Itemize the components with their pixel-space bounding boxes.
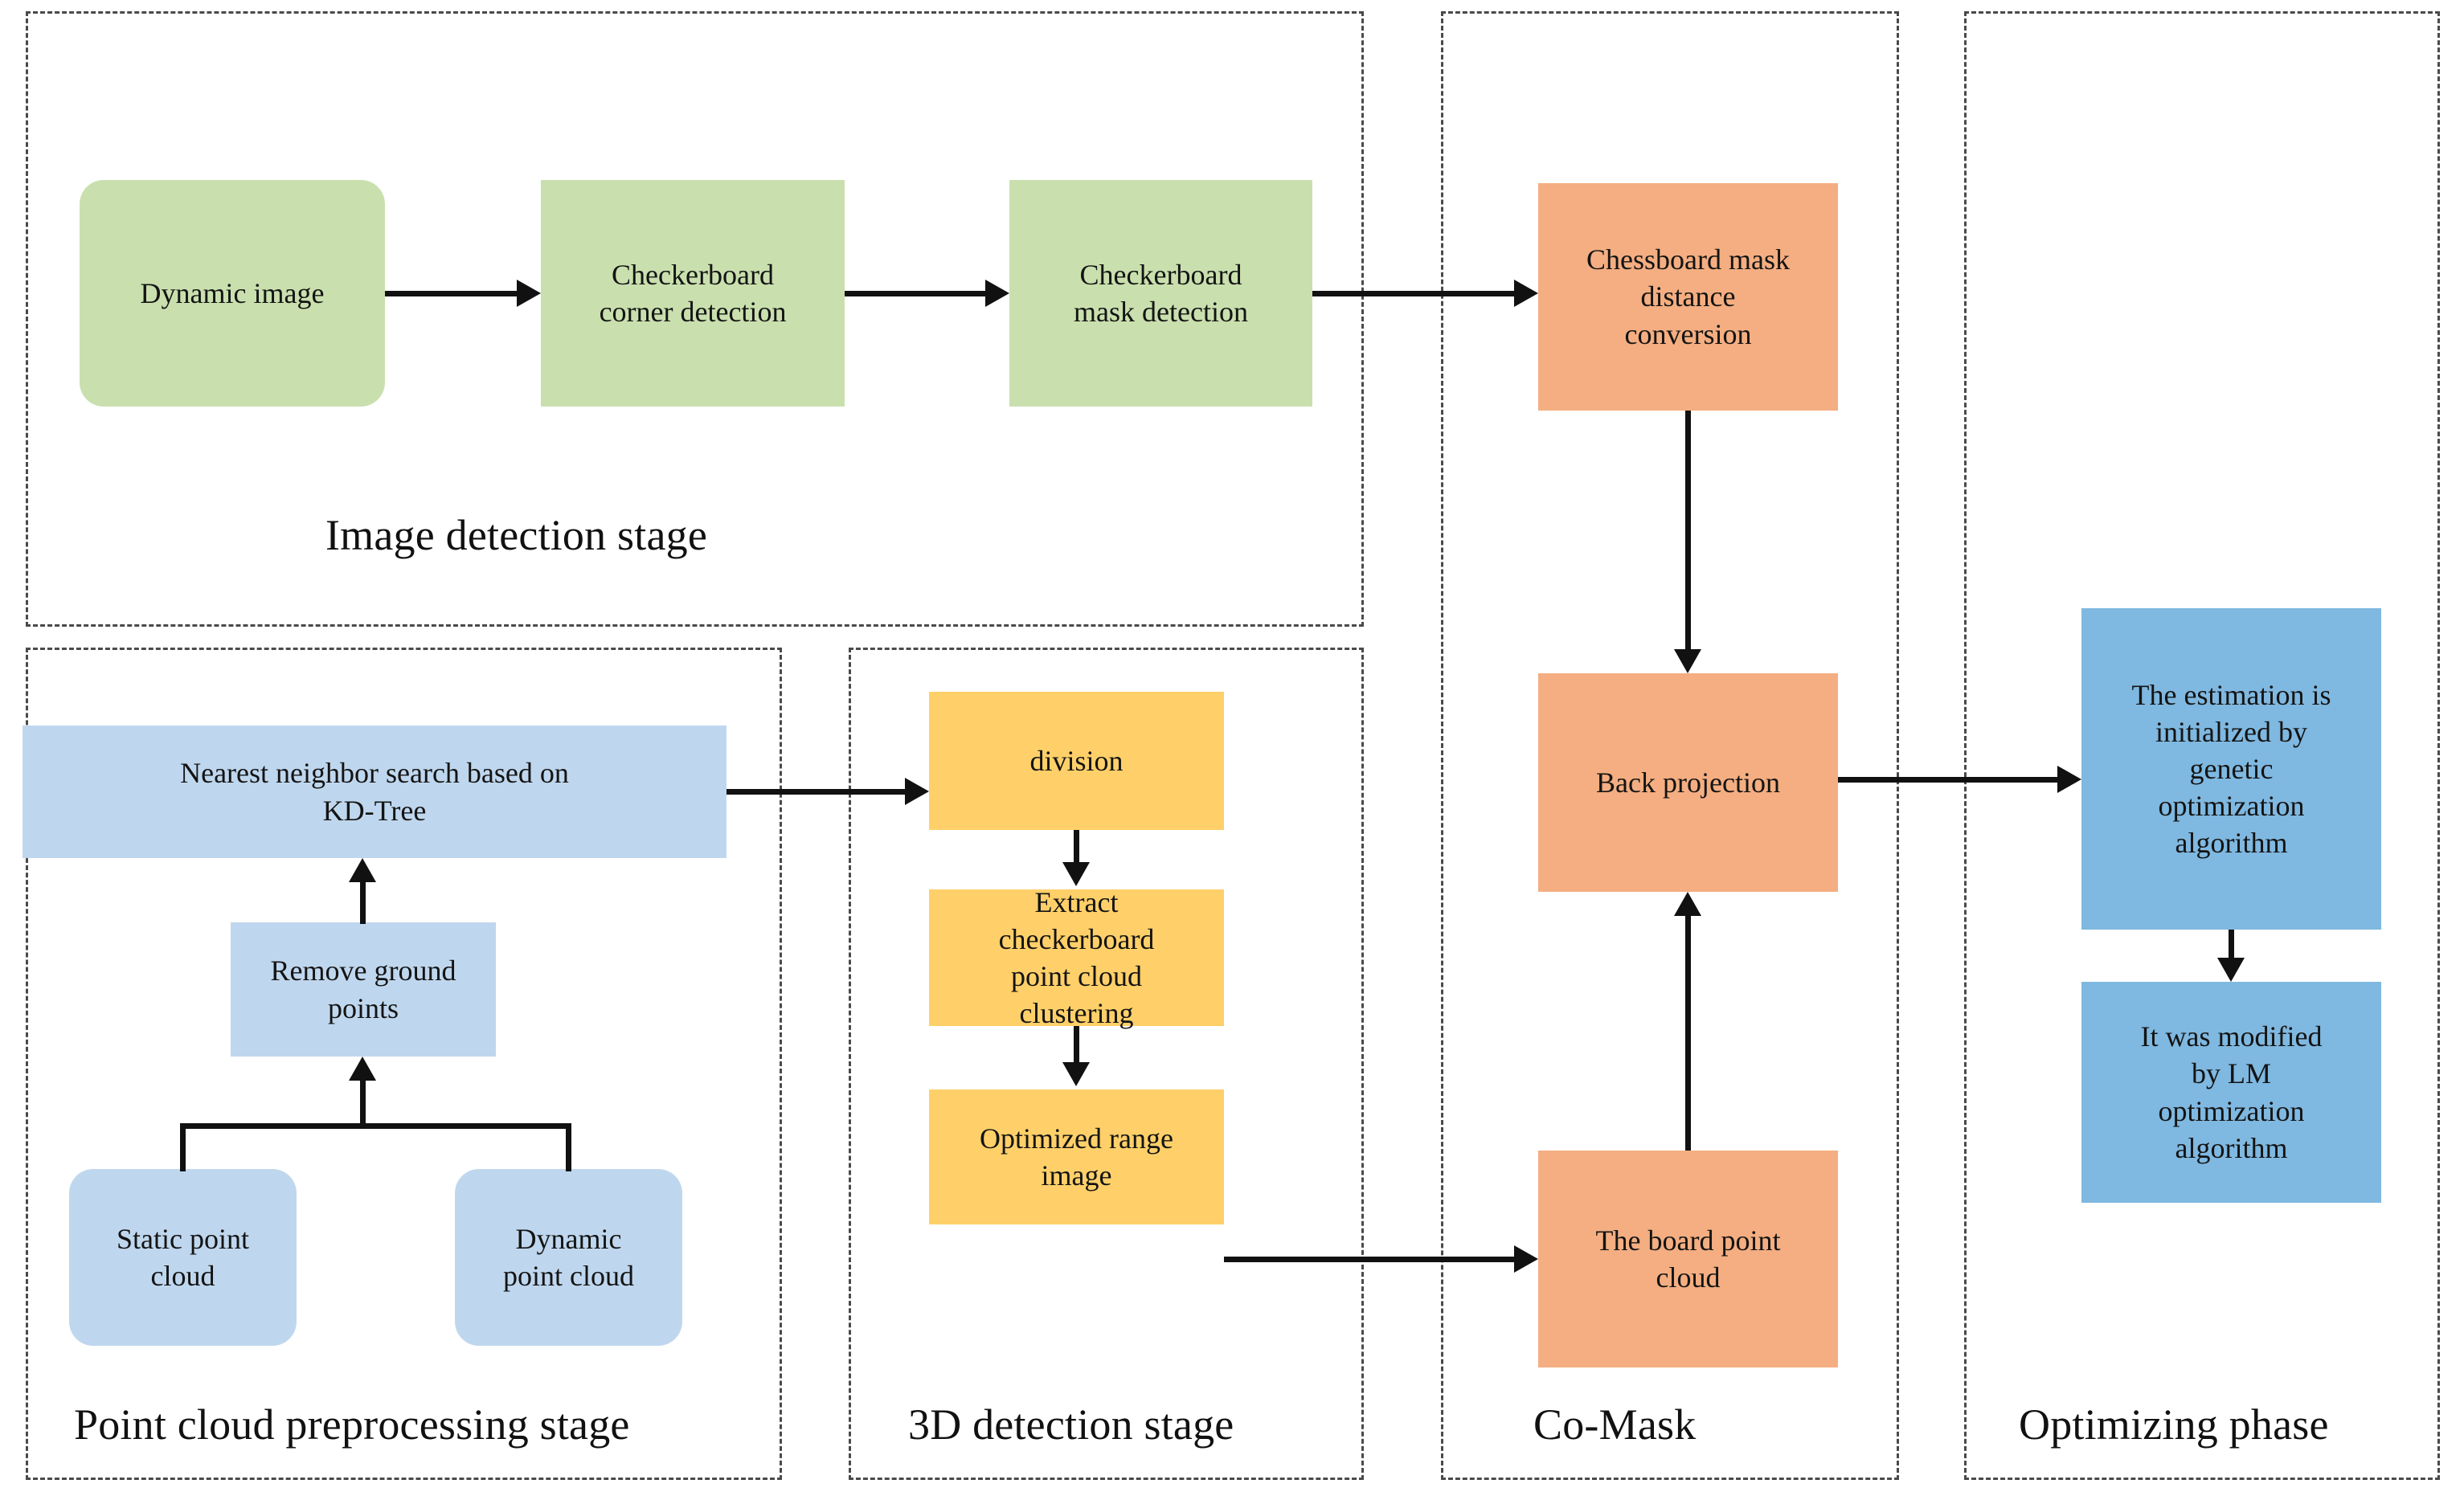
panel-label-co-mask: Co-Mask xyxy=(1533,1400,1697,1449)
panel-label-point-cloud-preprocess: Point cloud preprocessing stage xyxy=(74,1400,630,1449)
arrowhead-genetic-to-lm xyxy=(2217,958,2245,982)
connector-optimized-to-boardcloud xyxy=(1224,1257,1514,1262)
connector-chessboard-to-backprojection xyxy=(1685,411,1691,652)
node-dynamic-image[interactable]: Dynamic image xyxy=(80,180,385,407)
panel-label-3d-detection: 3D detection stage xyxy=(908,1400,1234,1449)
connector-mask-to-chessboard xyxy=(1312,291,1514,296)
panel-point-cloud-preprocess xyxy=(26,648,782,1480)
arrowhead-backprojection-to-genetic xyxy=(2057,766,2081,793)
arrowhead-extract-to-optimized xyxy=(1062,1062,1090,1086)
arrowhead-boardcloud-to-backprojection xyxy=(1674,892,1701,916)
connector-dynamic-up xyxy=(566,1123,571,1171)
node-chessboard-mask-distance-conversion[interactable]: Chessboard mask distance conversion xyxy=(1538,183,1838,411)
connector-extract-to-optimized xyxy=(1074,1026,1079,1063)
connector-backprojection-to-genetic xyxy=(1838,777,2057,783)
node-checkerboard-corner-detection[interactable]: Checkerboard corner detection xyxy=(541,180,845,407)
connector-bracket-to-removeground xyxy=(360,1081,366,1126)
arrowhead-mask-to-chessboard xyxy=(1514,280,1538,307)
panel-label-image-detection: Image detection stage xyxy=(325,511,707,559)
connector-genetic-to-lm xyxy=(2229,930,2234,962)
arrowhead-removeground-to-kdtree xyxy=(349,858,376,882)
panel-label-optimizing: Optimizing phase xyxy=(2019,1400,2329,1449)
connector-kdtree-to-division xyxy=(727,789,905,795)
arrowhead-division-to-extract xyxy=(1062,862,1090,886)
node-remove-ground-points[interactable]: Remove ground points xyxy=(231,922,496,1057)
connector-static-up xyxy=(180,1123,186,1171)
node-division[interactable]: division xyxy=(929,692,1224,830)
node-kd-tree-search[interactable]: Nearest neighbor search based on KD-Tree xyxy=(23,726,727,858)
node-board-point-cloud[interactable]: The board point cloud xyxy=(1538,1151,1838,1367)
arrowhead-bracket-to-removeground xyxy=(349,1057,376,1081)
panel-optimizing xyxy=(1964,11,2440,1480)
node-genetic-initialization[interactable]: The estimation is initialized by genetic… xyxy=(2081,608,2381,930)
panel-3d-detection xyxy=(849,648,1364,1480)
panel-image-detection xyxy=(26,11,1364,627)
arrowhead-optimized-to-boardcloud xyxy=(1514,1245,1538,1273)
node-back-projection[interactable]: Back projection xyxy=(1538,673,1838,892)
arrowhead-corner-to-mask xyxy=(985,280,1009,307)
connector-division-to-extract xyxy=(1074,830,1079,866)
connector-removeground-to-kdtree xyxy=(360,882,366,924)
arrowhead-dynamic-to-corner xyxy=(517,280,541,307)
node-static-point-cloud[interactable]: Static point cloud xyxy=(69,1169,297,1346)
node-checkerboard-mask-detection[interactable]: Checkerboard mask detection xyxy=(1009,180,1312,407)
node-dynamic-point-cloud[interactable]: Dynamic point cloud xyxy=(455,1169,682,1346)
connector-dynamic-to-corner xyxy=(385,291,517,296)
node-lm-optimization[interactable]: It was modified by LM optimization algor… xyxy=(2081,982,2381,1203)
node-optimized-range-image[interactable]: Optimized range image xyxy=(929,1089,1224,1224)
arrowhead-kdtree-to-division xyxy=(905,778,929,805)
connector-boardcloud-to-backprojection xyxy=(1685,916,1691,1151)
connector-merge-bracket xyxy=(180,1123,571,1129)
node-extract-checkerboard-cluster[interactable]: Extract checkerboard point cloud cluster… xyxy=(929,886,1224,1029)
panel-co-mask xyxy=(1441,11,1899,1480)
connector-corner-to-mask xyxy=(845,291,985,296)
arrowhead-chessboard-to-backprojection xyxy=(1674,649,1701,673)
